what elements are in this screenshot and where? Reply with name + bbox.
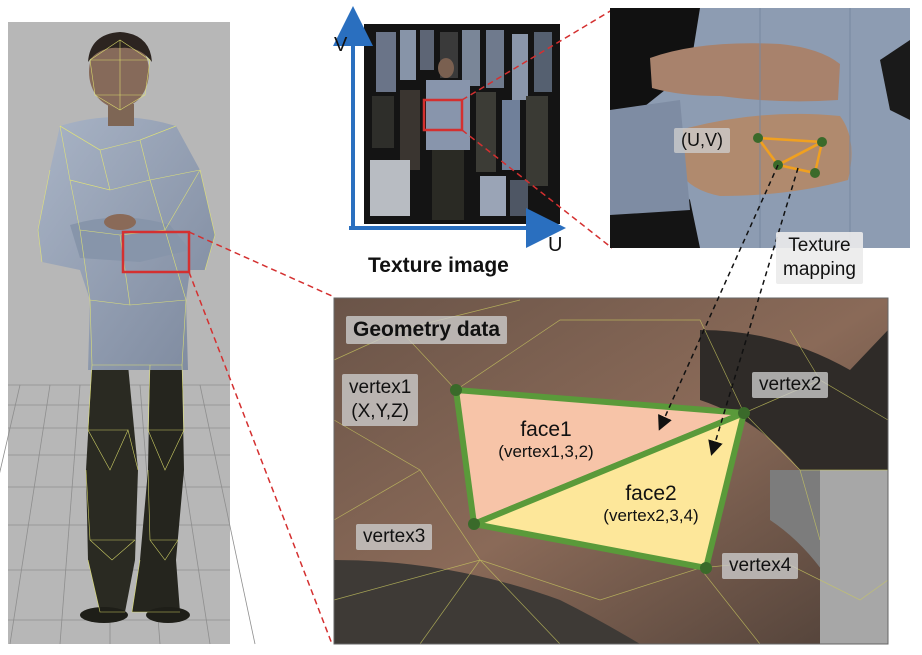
texture-image-caption: Texture image (368, 254, 509, 277)
geometry-panel (333, 297, 889, 645)
uv-vertex-4 (810, 168, 820, 178)
face2-definition: (vertex2,3,4) (603, 506, 699, 525)
zoom-line-tex-upper (461, 9, 613, 101)
vertex1-coordinates: (X,Y,Z) (351, 401, 410, 422)
vertex2-label: vertex2 (752, 372, 829, 398)
person-3d-panel (0, 22, 256, 645)
texture-zoom-panel (610, 8, 910, 248)
zoom-line-lower (188, 271, 333, 645)
geometry-data-title: Geometry data (346, 316, 508, 344)
uv-triangles (753, 133, 827, 178)
face2-name: face2 (625, 482, 677, 505)
texture-image-panel (333, 6, 566, 248)
wireframe-mesh (37, 39, 216, 613)
vertex1-label: vertex1 (X,Y,Z) (342, 374, 419, 426)
face2-label: face2 (vertex2,3,4) (576, 482, 726, 526)
vertex4-label: vertex4 (722, 553, 799, 579)
vertex4-point (700, 562, 712, 574)
vertex3-point (468, 518, 480, 530)
v-axis-label: V (334, 34, 348, 56)
texture-mapping-line2: mapping (783, 259, 856, 280)
face2-shape (471, 410, 747, 571)
mapping-arrow-face2 (708, 167, 799, 456)
texture-mapping-line1: Texture (788, 235, 851, 256)
vertex3-label: vertex3 (356, 524, 433, 550)
zoom-line-tex-lower (461, 129, 613, 249)
uv-vertex-2 (817, 137, 827, 147)
zoom-line-upper (188, 231, 333, 297)
vertex2-point (738, 407, 750, 419)
face1-definition: (vertex1,3,2) (498, 442, 594, 461)
highlight-box-arm (121, 230, 191, 274)
texture-mapping-label: Texture mapping (776, 232, 863, 284)
uv-coordinate-label: (U,V) (674, 128, 730, 153)
texture-highlight-box (422, 98, 464, 132)
uv-vertex-1 (753, 133, 763, 143)
face1-label: face1 (vertex1,3,2) (476, 418, 616, 462)
texture-patches (370, 30, 552, 220)
vertex1-point (450, 384, 462, 396)
face1-name: face1 (520, 418, 572, 441)
mapping-arrow-face1 (658, 164, 779, 431)
vertex1-name: vertex1 (349, 377, 412, 398)
u-axis-label: U (548, 234, 563, 256)
